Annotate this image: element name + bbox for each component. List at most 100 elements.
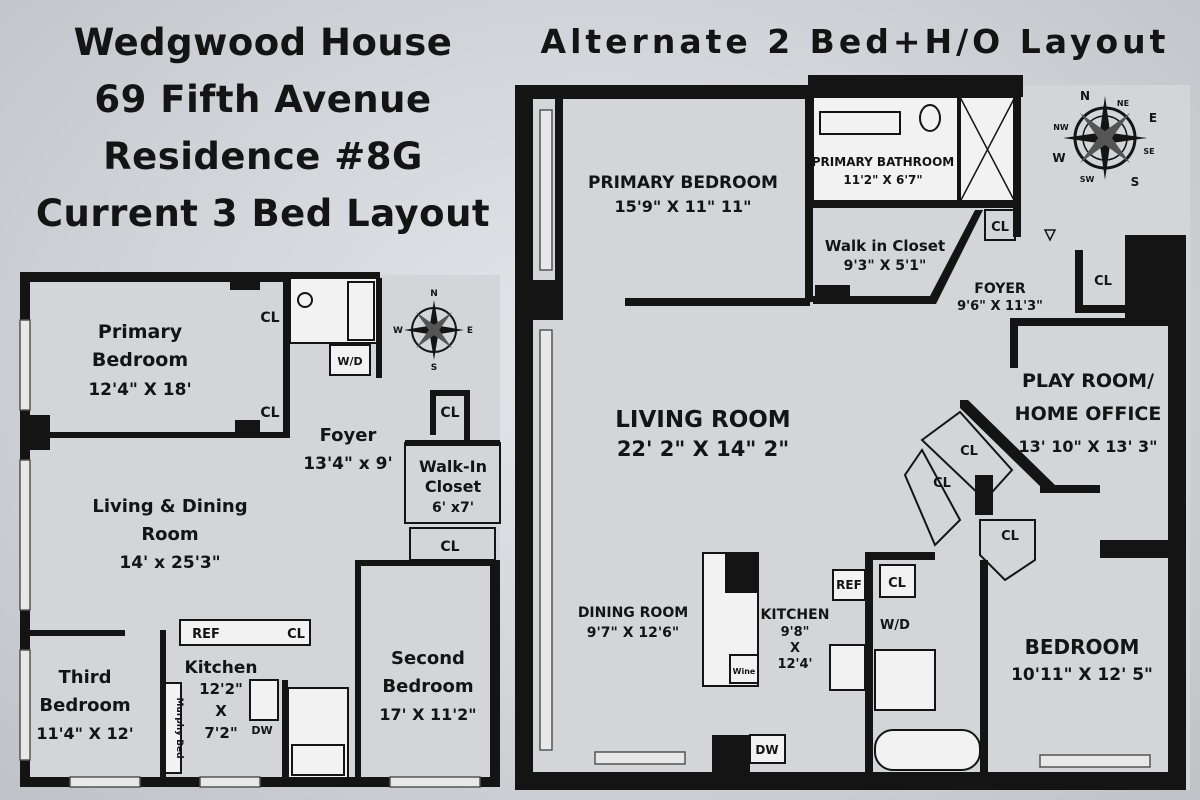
svg-text:NE: NE xyxy=(1117,99,1129,108)
walk-in-closet-label: Closet xyxy=(425,477,482,496)
wall xyxy=(725,553,758,593)
wall xyxy=(865,555,873,775)
alternate-bathroom xyxy=(874,649,936,711)
walk-in-closet-size: 6' x7' xyxy=(432,500,474,516)
closet-label: CL xyxy=(1094,274,1112,289)
wall xyxy=(1010,318,1018,368)
svg-text:N: N xyxy=(1080,89,1090,103)
foyer-label: Foyer xyxy=(320,425,377,446)
window xyxy=(1039,754,1151,768)
walk-in-closet-size: 9'3" X 5'1" xyxy=(844,258,927,274)
window xyxy=(19,649,31,761)
murphy-bed-label: Murphy Bed xyxy=(174,697,184,758)
wall xyxy=(1100,540,1175,558)
alternate-layout-title: Alternate 2 Bed+H/O Layout xyxy=(540,22,1170,61)
refrigerator-label: REF xyxy=(192,627,220,642)
title-block: Wedgwood House 69 Fifth Avenue Residence… xyxy=(8,14,518,242)
current-layout-title: Current 3 Bed Layout xyxy=(35,192,491,235)
bathtub xyxy=(347,281,375,341)
wall xyxy=(1168,235,1186,790)
kitchen-size: X xyxy=(790,641,800,656)
wall xyxy=(1040,485,1100,493)
dishwasher-box xyxy=(749,734,786,764)
primary-bedroom-label: Bedroom xyxy=(92,349,188,371)
window xyxy=(19,459,31,611)
washer-dryer-box xyxy=(329,344,371,376)
wall xyxy=(230,282,260,290)
dishwasher-label: DW xyxy=(755,743,778,757)
svg-text:E: E xyxy=(467,326,473,336)
bathtub-2 xyxy=(291,744,345,776)
dining-room-label: DINING ROOM xyxy=(578,605,688,621)
foyer-size: 13'4" x 9' xyxy=(303,454,392,474)
wall xyxy=(1075,250,1083,310)
second-bedroom-label: Second xyxy=(391,648,465,669)
second-bedroom-size: 17' X 11'2" xyxy=(379,705,476,724)
wall xyxy=(625,298,810,306)
wall xyxy=(808,75,1023,97)
living-dining-label: Living & Dining xyxy=(92,496,247,517)
closet-box xyxy=(984,209,1016,241)
walk-in-closet-label: Walk-In xyxy=(419,457,487,476)
dining-room-size: 9'7" X 12'6" xyxy=(587,625,679,641)
primary-bedroom-size: 15'9" X 11" 11" xyxy=(615,197,752,216)
primary-bedroom-label: PRIMARY BEDROOM xyxy=(588,173,778,193)
kitchen-size: 9'8" xyxy=(781,625,810,640)
wall xyxy=(1125,235,1185,320)
kitchen-size: 12'4' xyxy=(777,657,812,672)
svg-text:N: N xyxy=(430,289,438,299)
compass-rose-icon: N NE E SE S SW W NW xyxy=(1052,89,1157,189)
washer-dryer-label: W/D xyxy=(337,355,362,368)
washer-dryer-label: W/D xyxy=(880,618,910,633)
primary-bedroom-size: 12'4" X 18' xyxy=(88,380,191,400)
foyer-size: 9'6" X 11'3" xyxy=(957,299,1043,314)
wall xyxy=(430,390,470,396)
wall xyxy=(430,390,436,435)
svg-text:S: S xyxy=(431,363,437,373)
closet-label: CL xyxy=(933,476,951,491)
wall xyxy=(490,560,500,787)
wall xyxy=(376,278,382,378)
kitchen-size: X xyxy=(215,702,227,720)
wall xyxy=(282,680,288,787)
wine-fridge xyxy=(729,654,759,684)
kitchen-size: 12'2" xyxy=(199,680,243,698)
home-office-label: HOME OFFICE xyxy=(1015,403,1162,425)
dishwasher-label: DW xyxy=(251,724,272,737)
window xyxy=(539,329,553,751)
toilet xyxy=(297,292,313,308)
second-bedroom-label: Bedroom xyxy=(382,676,473,697)
stove xyxy=(249,679,279,721)
svg-text:W: W xyxy=(1052,151,1065,165)
stove xyxy=(829,644,866,691)
primary-bedroom-label: Primary xyxy=(98,321,183,343)
bedroom-label: BEDROOM xyxy=(1025,635,1140,659)
building-name: Wedgwood House xyxy=(73,21,453,64)
window xyxy=(199,776,261,788)
closet-label: CL xyxy=(960,444,978,459)
compass-rose-icon: N E S W xyxy=(393,289,473,373)
wall xyxy=(464,390,470,440)
primary-bathroom-label: PRIMARY BATHROOM xyxy=(812,155,955,169)
closet-label: CL xyxy=(440,539,459,555)
kitchen-label: KITCHEN xyxy=(761,607,830,623)
closet-label: CL xyxy=(440,405,459,421)
current-plan: Primary Bedroom 12'4" X 18' CL CL W/D CL… xyxy=(19,272,501,788)
svg-text:S: S xyxy=(1131,175,1140,189)
wall xyxy=(865,552,935,560)
wall xyxy=(1013,97,1021,237)
play-room-label: PLAY ROOM/ xyxy=(1022,370,1154,392)
wall xyxy=(712,735,750,775)
window xyxy=(539,109,553,271)
entry-icon xyxy=(1043,229,1057,242)
refrigerator-label: REF xyxy=(836,578,862,592)
alternate-plan: PRIMARY BEDROOM 15'9" X 11" 11" PRIMARY … xyxy=(515,75,1190,790)
svg-text:NW: NW xyxy=(1053,123,1069,132)
closet-label: CL xyxy=(260,310,279,326)
closet-label: CL xyxy=(260,405,279,421)
third-bedroom-label: Bedroom xyxy=(39,695,130,716)
refrigerator-box xyxy=(832,569,866,601)
closet-box xyxy=(979,519,1036,582)
closet-label: CL xyxy=(1001,529,1019,544)
wall xyxy=(160,630,166,787)
